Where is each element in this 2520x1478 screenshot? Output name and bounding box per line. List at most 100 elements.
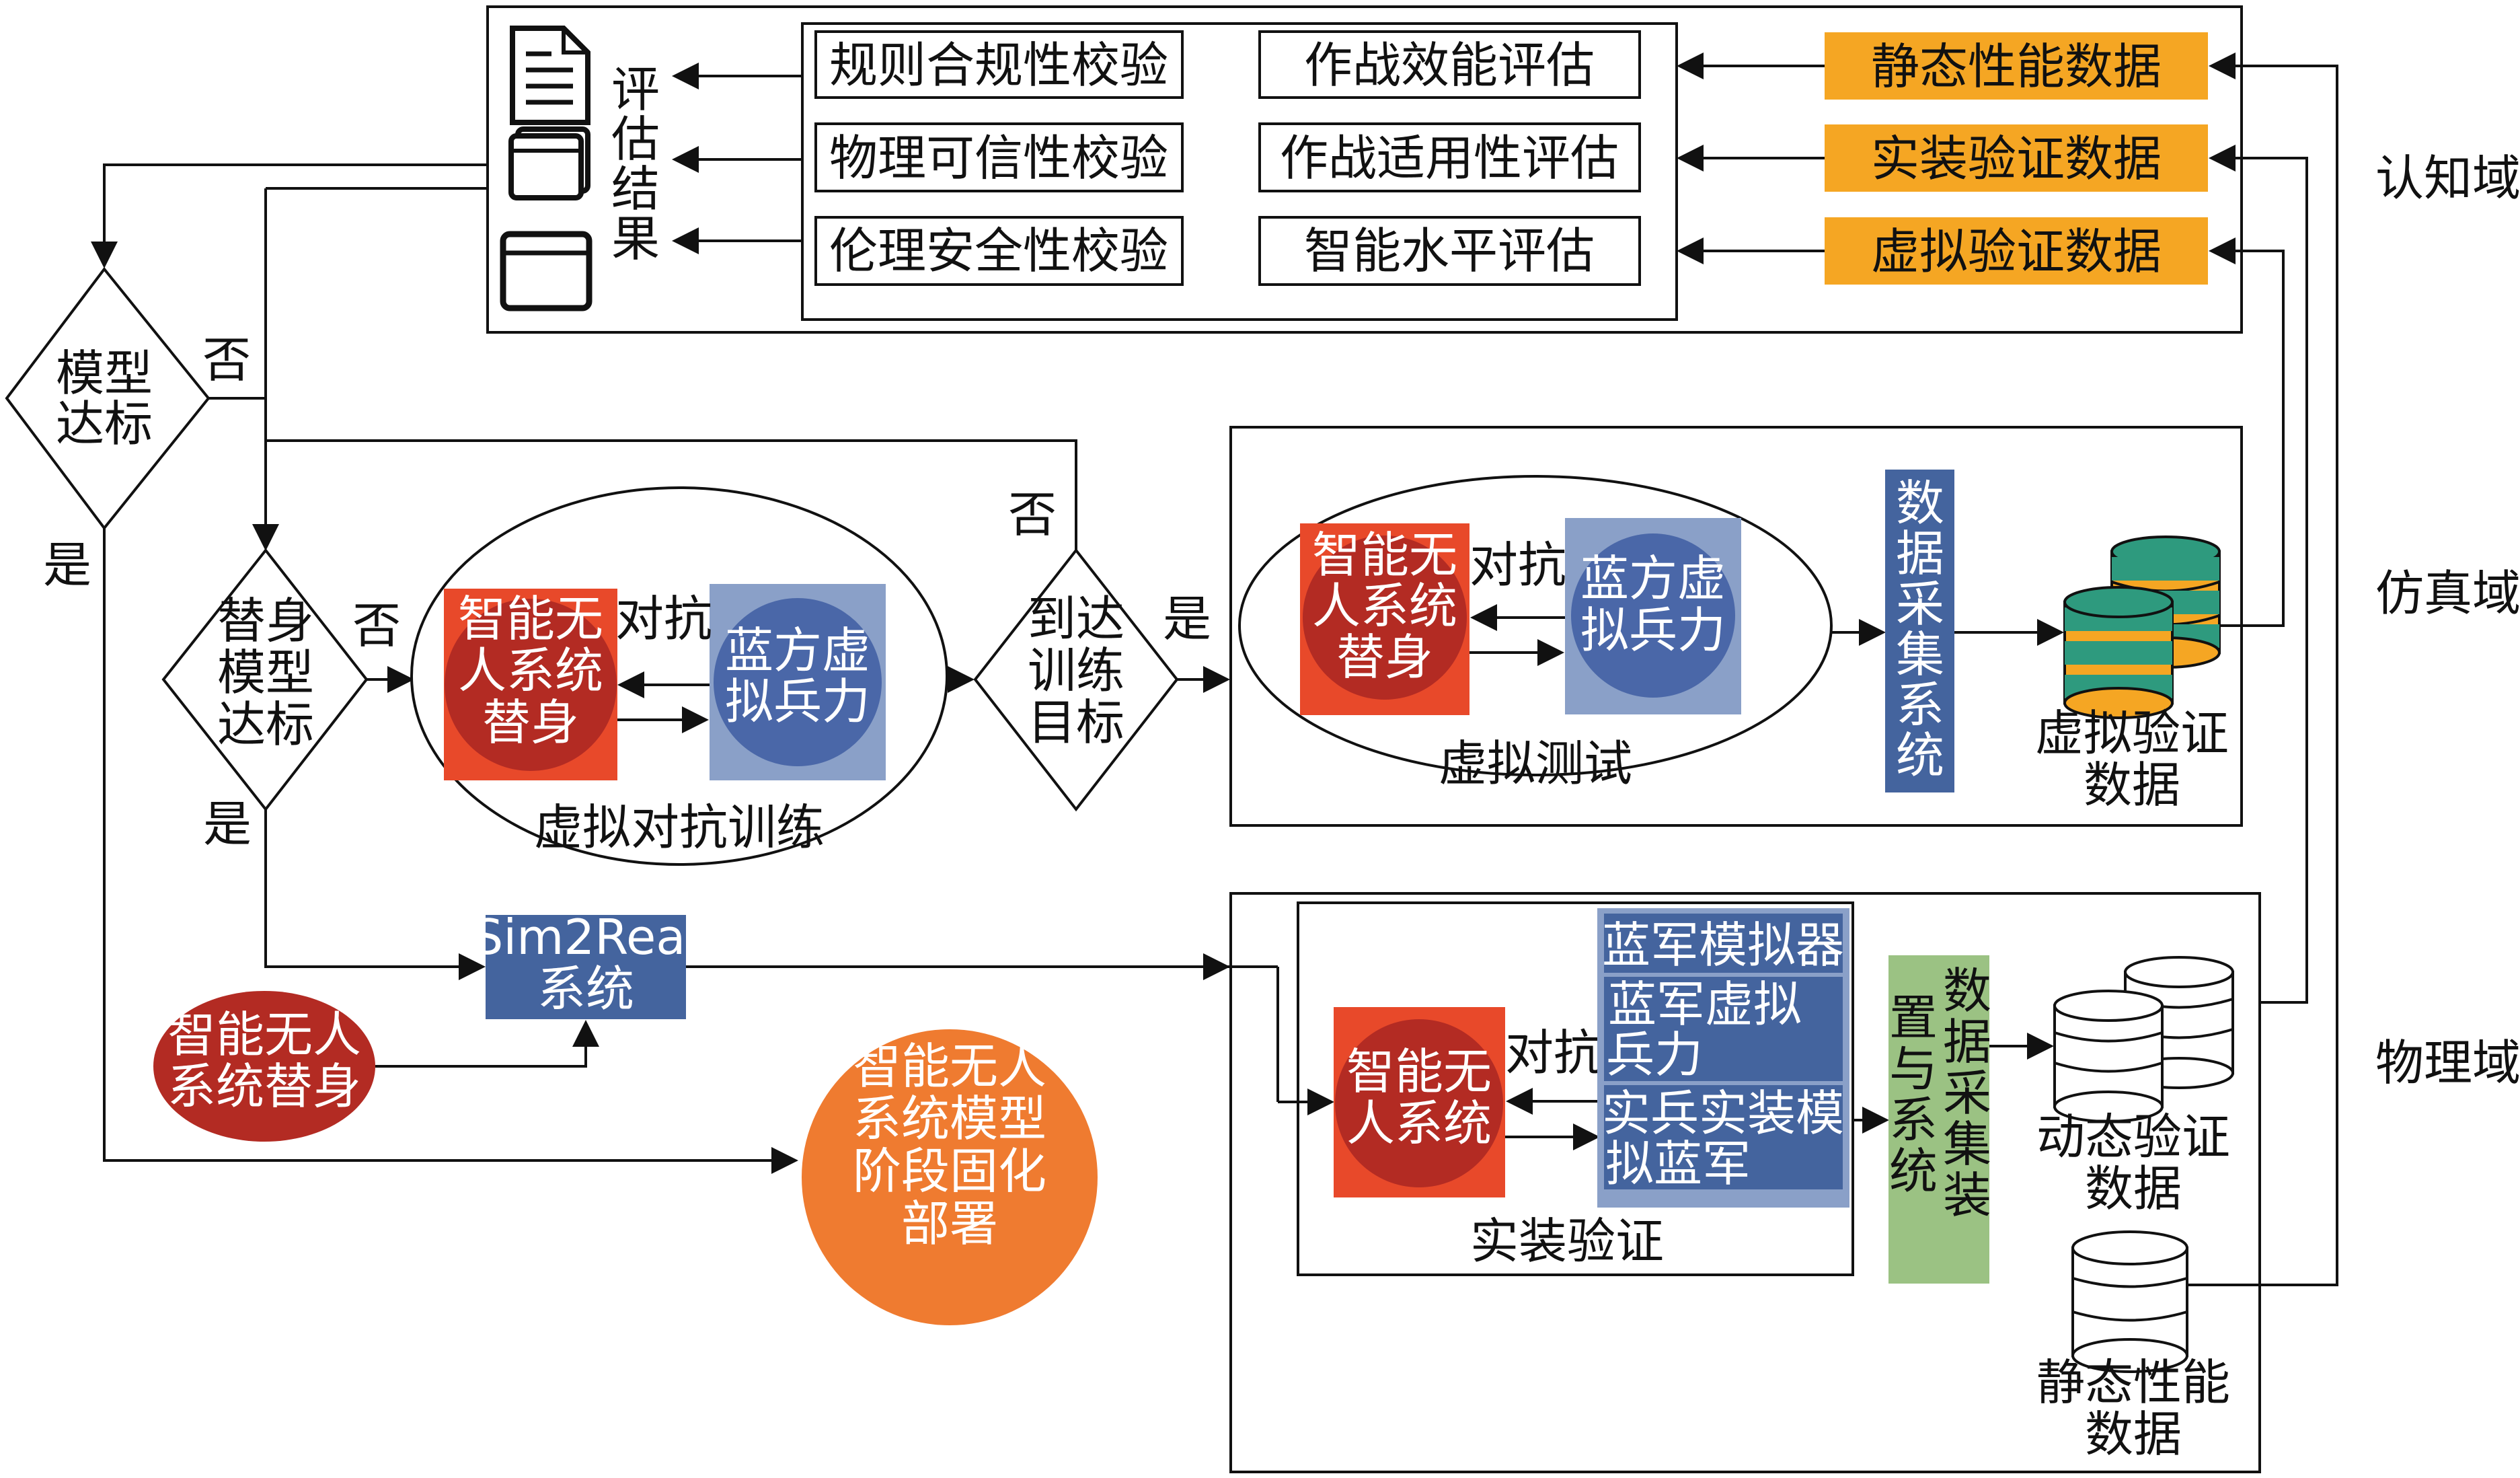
svg-text:人系统: 人系统 [1346,1095,1492,1152]
svg-text:系统模型: 系统模型 [853,1091,1046,1147]
arrow-surrogate-to-sim2real [375,1020,599,1068]
svg-text:人系统: 人系统 [1312,578,1457,634]
static-performance-data-box: 静态性能数据 [1825,32,2208,100]
evaluation-result-label: 评 估 结 果 [611,61,660,267]
svg-text:数: 数 [1943,963,1991,1019]
evaluation-result-char: 估 [611,111,660,168]
svg-text:智能无人: 智能无人 [167,1006,361,1063]
svg-text:智能无人: 智能无人 [853,1038,1046,1095]
svg-text:采: 采 [1943,1065,1991,1121]
svg-text:Sim2Real: Sim2Real [473,909,699,965]
arrow-static-db-to-static-data [2187,52,2338,1286]
surrogate-ok-text: 模型 [217,644,314,701]
model-ok-text: 模型 [56,345,153,402]
no-label: 否 [352,597,401,654]
static-performance-database-icon [2071,1230,2188,1373]
virtual-db-label: 虚拟验证 [2035,705,2229,762]
line-target-no-loop [266,439,1077,550]
svg-text:智能无: 智能无 [1312,527,1457,583]
virtual-training-caption: 虚拟对抗训练 [534,799,825,856]
blue-live-force-item: 实兵实装模 拟蓝军 [1602,1085,1844,1192]
svg-text:人系统: 人系统 [458,642,603,699]
yes-label: 是 [1163,591,1211,647]
svg-text:统: 统 [1896,727,1944,784]
arrow-dynamic-db-to-field-data [2209,145,2308,1004]
evaluation-result-char: 结 [611,161,660,217]
window-icon [500,231,593,311]
svg-text:系统替身: 系统替身 [167,1058,361,1115]
svg-text:集: 集 [1943,1116,1991,1173]
target-reached-text: 到达 [1028,591,1124,647]
svg-text:实装验证数据: 实装验证数据 [1871,131,2162,187]
svg-text:蓝军模拟器: 蓝军模拟器 [1602,917,1844,973]
test-blue-force-block: 蓝方虚 拟兵力 [1565,518,1741,714]
svg-text:统: 统 [1889,1143,1938,1199]
check-label: 规则合规性校验 [829,37,1168,94]
svg-text:蓝方虚: 蓝方虚 [725,622,870,679]
svg-text:据: 据 [1943,1014,1991,1070]
target-reached-text: 目标 [1028,694,1124,751]
training-system-block: 智能无 人系统 替身 [444,589,617,780]
svg-text:装: 装 [1943,1167,1991,1224]
field-blue-items-group: 蓝军模拟器 蓝军虚拟 兵力 实兵实装模 拟蓝军 [1597,908,1849,1208]
svg-text:虚拟验证数据: 虚拟验证数据 [1871,223,2162,280]
surrogate-ellipse: 智能无人 系统替身 [153,991,375,1142]
model-ok-text: 达标 [56,396,153,452]
svg-text:替身: 替身 [1336,629,1433,686]
dynamic-db-label: 数据 [2085,1160,2182,1217]
field-verification-data-box: 实装验证数据 [1825,124,2208,192]
no-label: 否 [1008,486,1057,543]
assessment-box: 智能水平评估 [1258,216,1641,286]
assessment-label: 作战适用性评估 [1280,130,1619,186]
field-system-block: 智能无 人系统 [1334,1007,1505,1197]
check-box: 伦理安全性校验 [814,216,1184,286]
surrogate-ok-text: 达标 [217,696,314,753]
check-box: 规则合规性校验 [814,30,1184,99]
arrow-result-to-model-ok [91,163,488,268]
deploy-circle: 智能无人 系统模型 阶段固化 部署 [802,1029,1098,1325]
arrow-virtual-db-to-data [2209,237,2285,627]
svg-text:蓝军虚拟: 蓝军虚拟 [1608,976,1802,1033]
svg-text:部署: 部署 [901,1195,998,1252]
dynamic-verification-database-icon [2053,956,2234,1123]
virtual-verification-data-box: 虚拟验证数据 [1825,217,2208,285]
evaluation-result-char: 果 [611,211,660,267]
dynamic-db-label: 动态验证 [2036,1109,2230,1165]
svg-text:静态性能数据: 静态性能数据 [1871,38,2162,95]
check-box: 物理可信性校验 [814,122,1184,192]
target-reached-text: 训练 [1028,642,1124,699]
svg-text:置: 置 [1889,990,1938,1046]
svg-text:替身: 替身 [482,694,579,751]
svg-text:拟蓝军: 拟蓝军 [1605,1136,1751,1192]
svg-text:与: 与 [1889,1041,1938,1097]
arrow-surrogate-yes-to-sim2real [264,809,486,980]
target-reached-decision [973,548,1179,812]
field-versus-label: 对抗 [1505,1025,1602,1081]
training-blue-force-block: 蓝方虚 拟兵力 [710,584,886,780]
yes-label: 是 [43,537,91,593]
svg-text:蓝方虚: 蓝方虚 [1580,550,1726,607]
field-test-caption: 实装验证 [1470,1213,1664,1269]
svg-text:阶段固化: 阶段固化 [853,1143,1046,1199]
test-system-block: 智能无 人系统 替身 [1300,523,1469,715]
static-db-label: 数据 [2085,1406,2182,1463]
svg-text:据: 据 [1896,525,1944,582]
assessment-label: 作战效能评估 [1304,37,1595,94]
virtual-data-collector: 数 据 采 集 系 统 [1885,470,1954,792]
evaluation-result-char: 评 [611,61,660,118]
svg-text:系统: 系统 [537,961,634,1017]
svg-text:系: 系 [1896,677,1944,733]
simulation-domain-label: 仿真域 [2375,565,2520,622]
stacked-windows-icon [508,126,590,200]
sim2real-system-box: Sim2Real 系统 [473,909,699,1019]
svg-text:系: 系 [1889,1092,1938,1148]
svg-text:集: 集 [1896,626,1944,683]
svg-text:兵力: 兵力 [1606,1027,1703,1083]
svg-text:实兵实装模: 实兵实装模 [1602,1085,1844,1142]
svg-text:拟兵力: 拟兵力 [725,673,870,730]
blue-simulator-item: 蓝军模拟器 [1602,914,1844,973]
yes-label: 是 [203,796,252,852]
blue-virtual-force-item: 蓝军虚拟 兵力 [1604,976,1843,1083]
svg-text:采: 采 [1896,576,1944,632]
